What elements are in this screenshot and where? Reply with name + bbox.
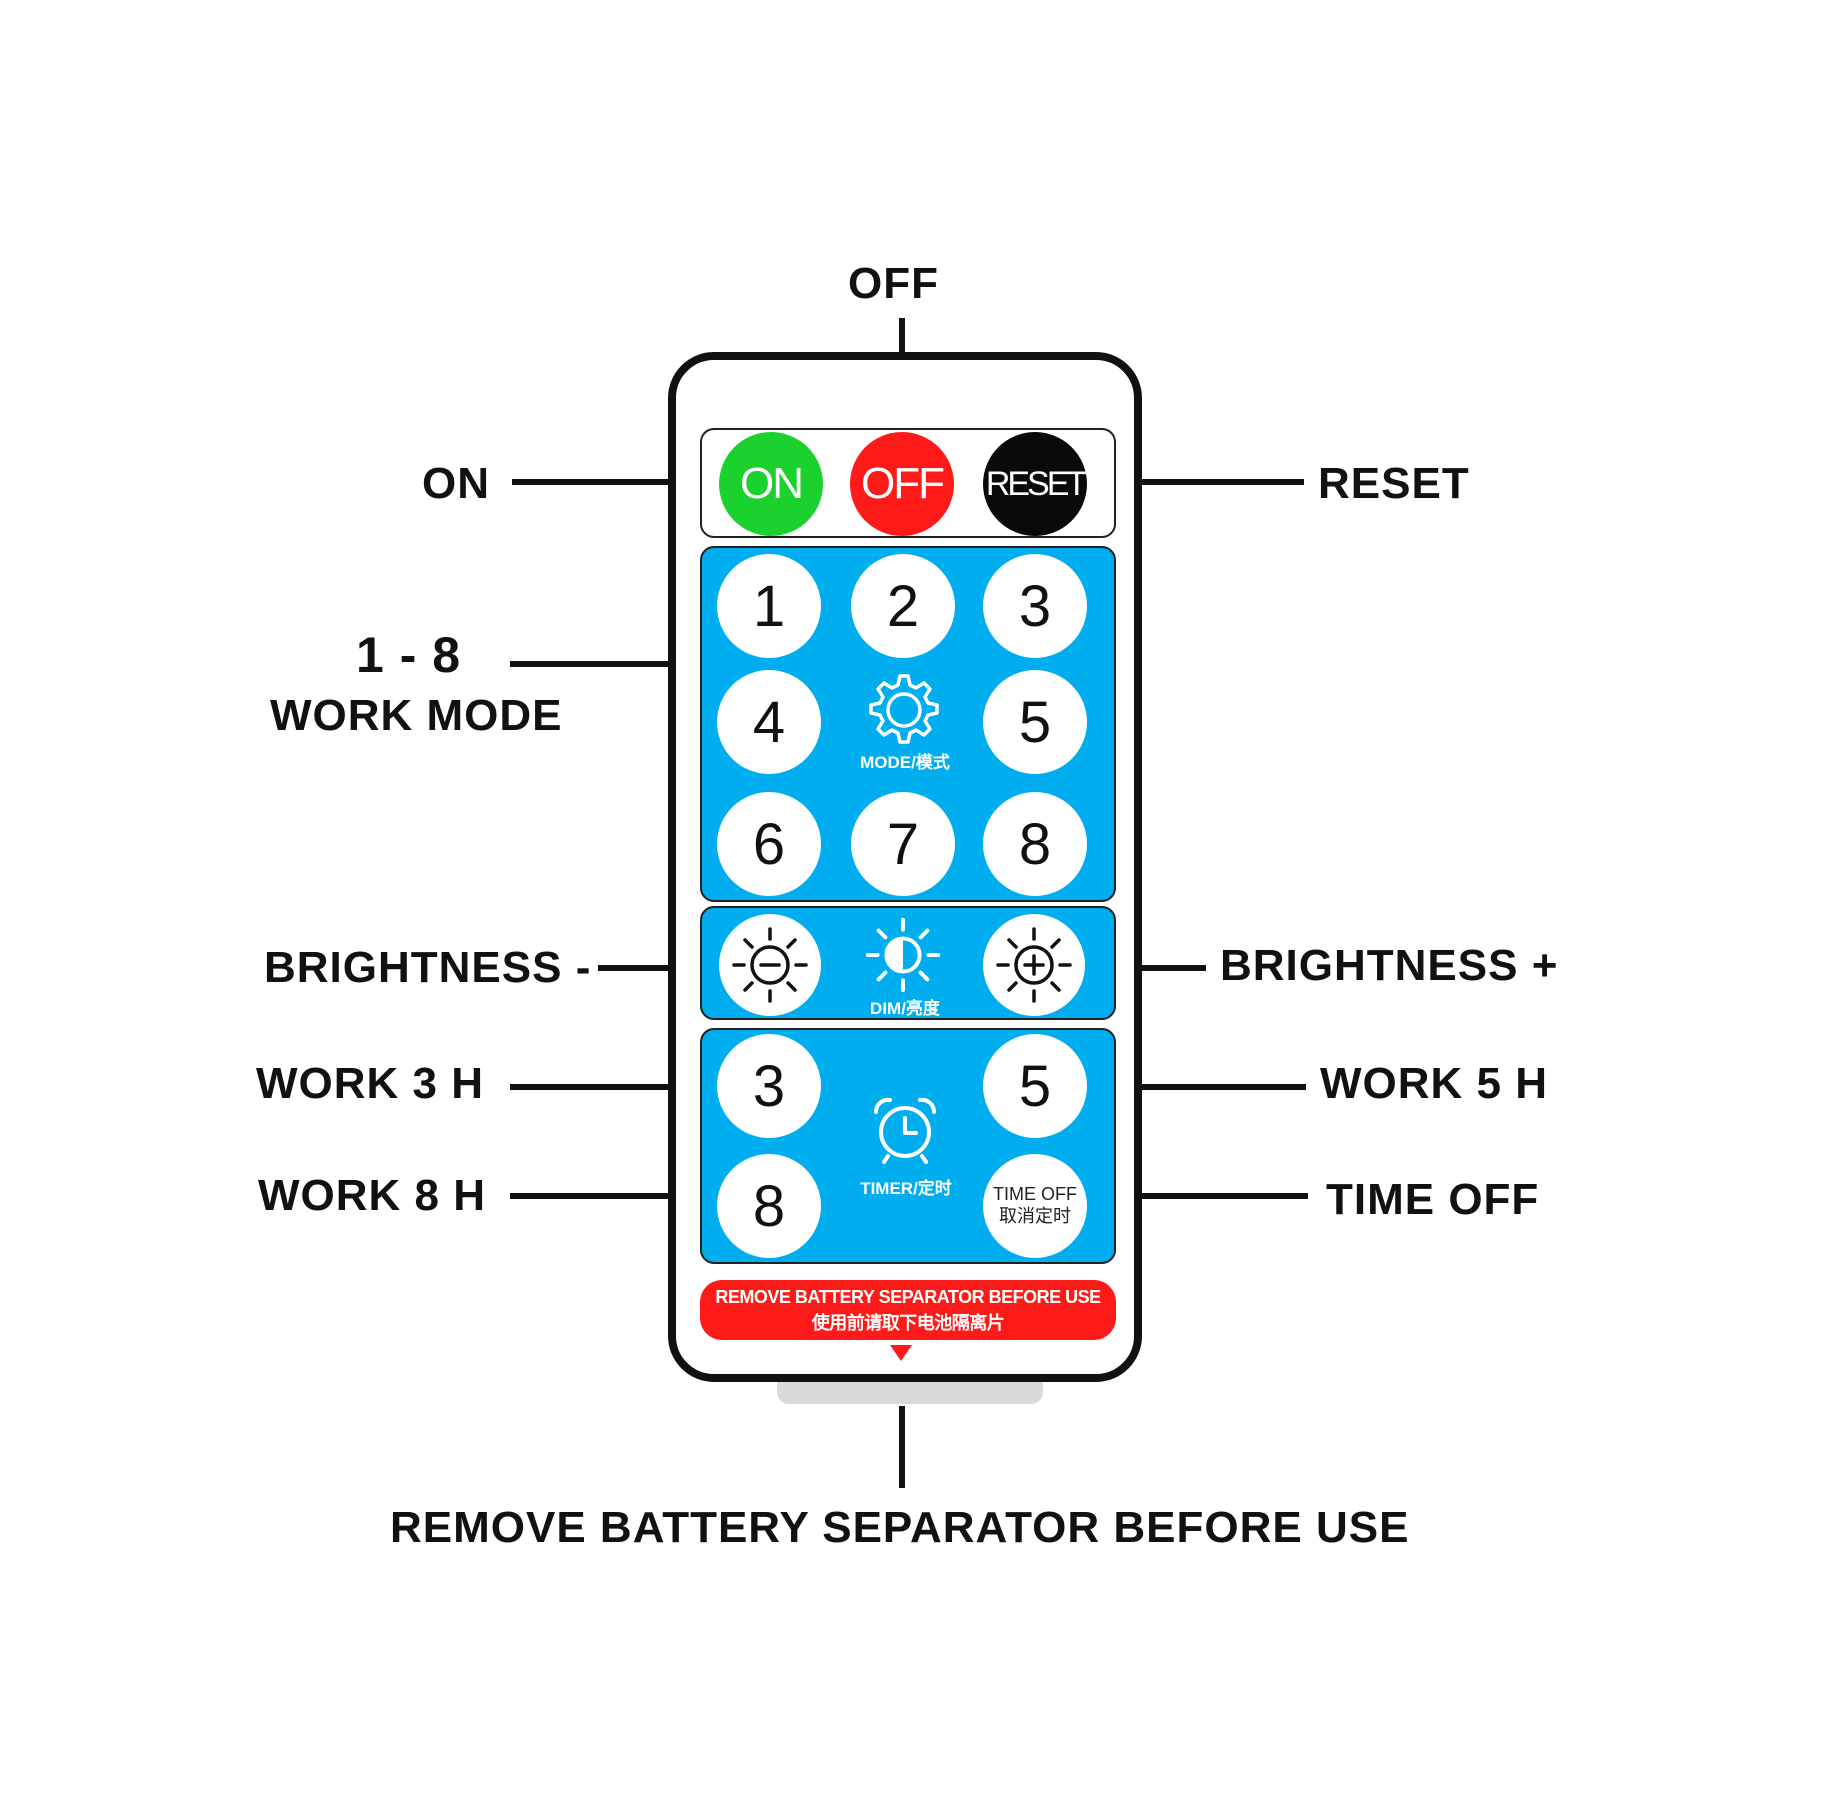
leader-work-5h (1114, 1084, 1306, 1090)
brightness-half-icon (865, 917, 941, 993)
mode-caption: MODE/模式 (860, 753, 950, 772)
leader-on (512, 479, 720, 485)
on-button[interactable]: ON (719, 432, 823, 536)
mode-button-4[interactable]: 4 (717, 670, 821, 774)
callout-work-mode: WORK MODE (270, 691, 563, 740)
leader-work-mode (510, 661, 702, 667)
callout-work-8h: WORK 8 H (258, 1171, 486, 1220)
mode-button-6[interactable]: 6 (717, 792, 821, 896)
down-arrow-icon (890, 1345, 912, 1361)
callout-work-3h: WORK 3 H (256, 1059, 484, 1108)
leader-bottom-note (899, 1406, 905, 1488)
leader-work-8h (510, 1193, 702, 1199)
mode-button-2[interactable]: 2 (851, 554, 955, 658)
time-off-button[interactable]: TIME OFF 取消定时 (983, 1154, 1087, 1258)
timer-5h-button[interactable]: 5 (983, 1034, 1087, 1138)
brightness-minus-button[interactable] (719, 914, 821, 1016)
brightness-plus-button[interactable] (983, 914, 1085, 1016)
mode-button-8[interactable]: 8 (983, 792, 1087, 896)
battery-separator-tab[interactable] (777, 1382, 1043, 1404)
brightness-minus-icon (732, 927, 808, 1003)
callout-on: ON (422, 459, 490, 508)
brightness-plus-icon (996, 927, 1072, 1003)
banner-line-en: REMOVE BATTERY SEPARATOR BEFORE USE (715, 1287, 1101, 1307)
time-off-label-en: TIME OFF (993, 1184, 1077, 1205)
callout-brightness-minus: BRIGHTNESS - (264, 943, 592, 992)
callout-time-off: TIME OFF (1326, 1175, 1540, 1224)
gear-icon (869, 674, 939, 744)
callout-work-5h: WORK 5 H (1320, 1059, 1548, 1108)
mode-button-5[interactable]: 5 (983, 670, 1087, 774)
timer-8h-button[interactable]: 8 (717, 1154, 821, 1258)
callout-bottom-note: REMOVE BATTERY SEPARATOR BEFORE USE (390, 1503, 1410, 1552)
reset-button[interactable]: RESET (983, 432, 1087, 536)
callout-work-mode-range: 1 - 8 (356, 627, 462, 683)
leader-brightness-minus (598, 965, 702, 971)
time-off-label-cn: 取消定时 (999, 1206, 1071, 1226)
leader-reset (1114, 479, 1304, 485)
banner-line-cn: 使用前请取下电池隔离片 (811, 1313, 1005, 1333)
timer-3h-button[interactable]: 3 (717, 1034, 821, 1138)
dim-caption: DIM/亮度 (870, 999, 940, 1018)
timer-caption: TIMER/定时 (860, 1179, 952, 1198)
off-button[interactable]: OFF (850, 432, 954, 536)
mode-button-7[interactable]: 7 (851, 792, 955, 896)
mode-button-3[interactable]: 3 (983, 554, 1087, 658)
leader-work-3h (510, 1084, 702, 1090)
callout-reset: RESET (1318, 459, 1470, 508)
callout-off: OFF (848, 259, 939, 308)
leader-time-off (1114, 1193, 1308, 1199)
alarm-clock-icon (873, 1097, 937, 1164)
leader-brightness-plus (1114, 965, 1206, 971)
callout-brightness-plus: BRIGHTNESS + (1220, 941, 1559, 990)
mode-button-1[interactable]: 1 (717, 554, 821, 658)
battery-warning-banner: REMOVE BATTERY SEPARATOR BEFORE USE 使用前请… (700, 1280, 1116, 1340)
